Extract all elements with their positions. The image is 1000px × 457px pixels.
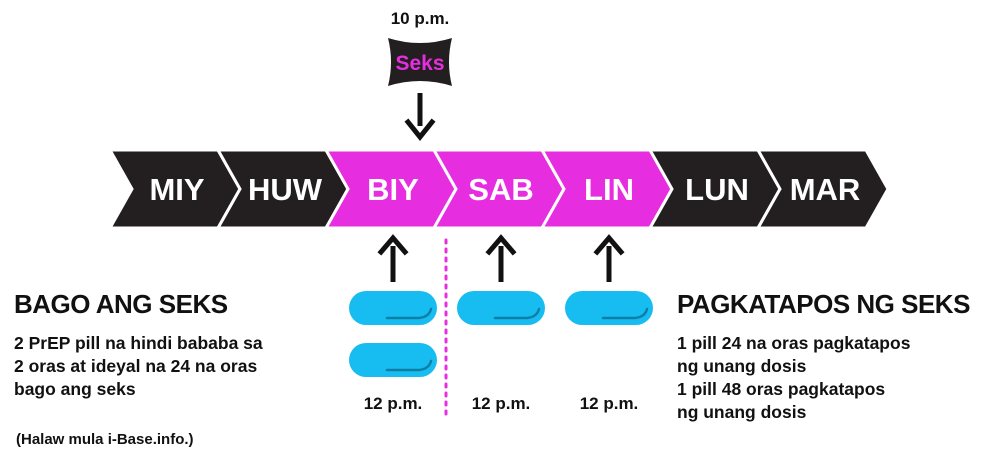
dose-lin: 12 p.m. xyxy=(565,234,653,413)
day-chevrons: MIY HUW BIY SAB LIN LUN MAR xyxy=(107,148,890,230)
after-line-2: ng unang dosis xyxy=(677,356,807,376)
before-line-2: 2 oras at ideyal na 24 na oras xyxy=(14,356,258,376)
day-label: HUW xyxy=(248,172,323,207)
day-label: SAB xyxy=(468,172,533,207)
day-chevron-miy: MIY xyxy=(107,148,242,230)
event-badge: Seks xyxy=(388,38,452,86)
day-label: LUN xyxy=(685,172,749,207)
before-sex-section: BAGO ANG SEKS 2 PrEP pill na hindi babab… xyxy=(14,289,334,401)
before-line-3: bago ang seks xyxy=(14,379,136,399)
pill-icon xyxy=(565,291,653,325)
day-label: MIY xyxy=(149,172,204,207)
up-arrow-icon xyxy=(485,234,517,282)
before-line-1: 2 PrEP pill na hindi bababa sa xyxy=(14,333,263,353)
doses: 12 p.m. 12 p.m. 12 p.m. xyxy=(349,234,653,413)
after-title: PAGKATAPOS NG SEKS xyxy=(677,289,970,319)
before-title: BAGO ANG SEKS xyxy=(14,289,228,319)
up-arrow-icon xyxy=(593,234,625,282)
day-label: MAR xyxy=(790,172,861,207)
day-chevron-lin: LIN xyxy=(539,148,674,230)
pill-icon xyxy=(457,291,545,325)
day-chevron-mar: MAR xyxy=(755,148,890,230)
event-time-label: 10 p.m. xyxy=(391,9,450,28)
day-label: LIN xyxy=(584,172,634,207)
dose-biy: 12 p.m. xyxy=(349,234,437,413)
source-note: (Halaw mula i-Base.info.) xyxy=(16,431,194,448)
after-sex-section: PAGKATAPOS NG SEKS 1 pill 24 na oras pag… xyxy=(677,289,997,424)
event-badge-shape xyxy=(388,38,452,86)
day-chevron-lun: LUN xyxy=(647,148,782,230)
pill-icon xyxy=(349,291,437,325)
after-line-1: 1 pill 24 na oras pagkatapos xyxy=(677,333,911,353)
pill-icon xyxy=(349,343,437,377)
dose-time-label: 12 p.m. xyxy=(364,394,423,413)
day-label: BIY xyxy=(367,172,419,207)
after-line-4: ng unang dosis xyxy=(677,402,807,422)
dose-time-label: 12 p.m. xyxy=(472,394,531,413)
event-arrow xyxy=(404,93,436,142)
event-label: Seks xyxy=(395,52,444,75)
up-arrow-icon xyxy=(377,234,409,282)
after-line-3: 1 pill 48 oras pagkatapos xyxy=(677,379,886,399)
dose-time-label: 12 p.m. xyxy=(580,394,639,413)
dose-sab: 12 p.m. xyxy=(457,234,545,413)
